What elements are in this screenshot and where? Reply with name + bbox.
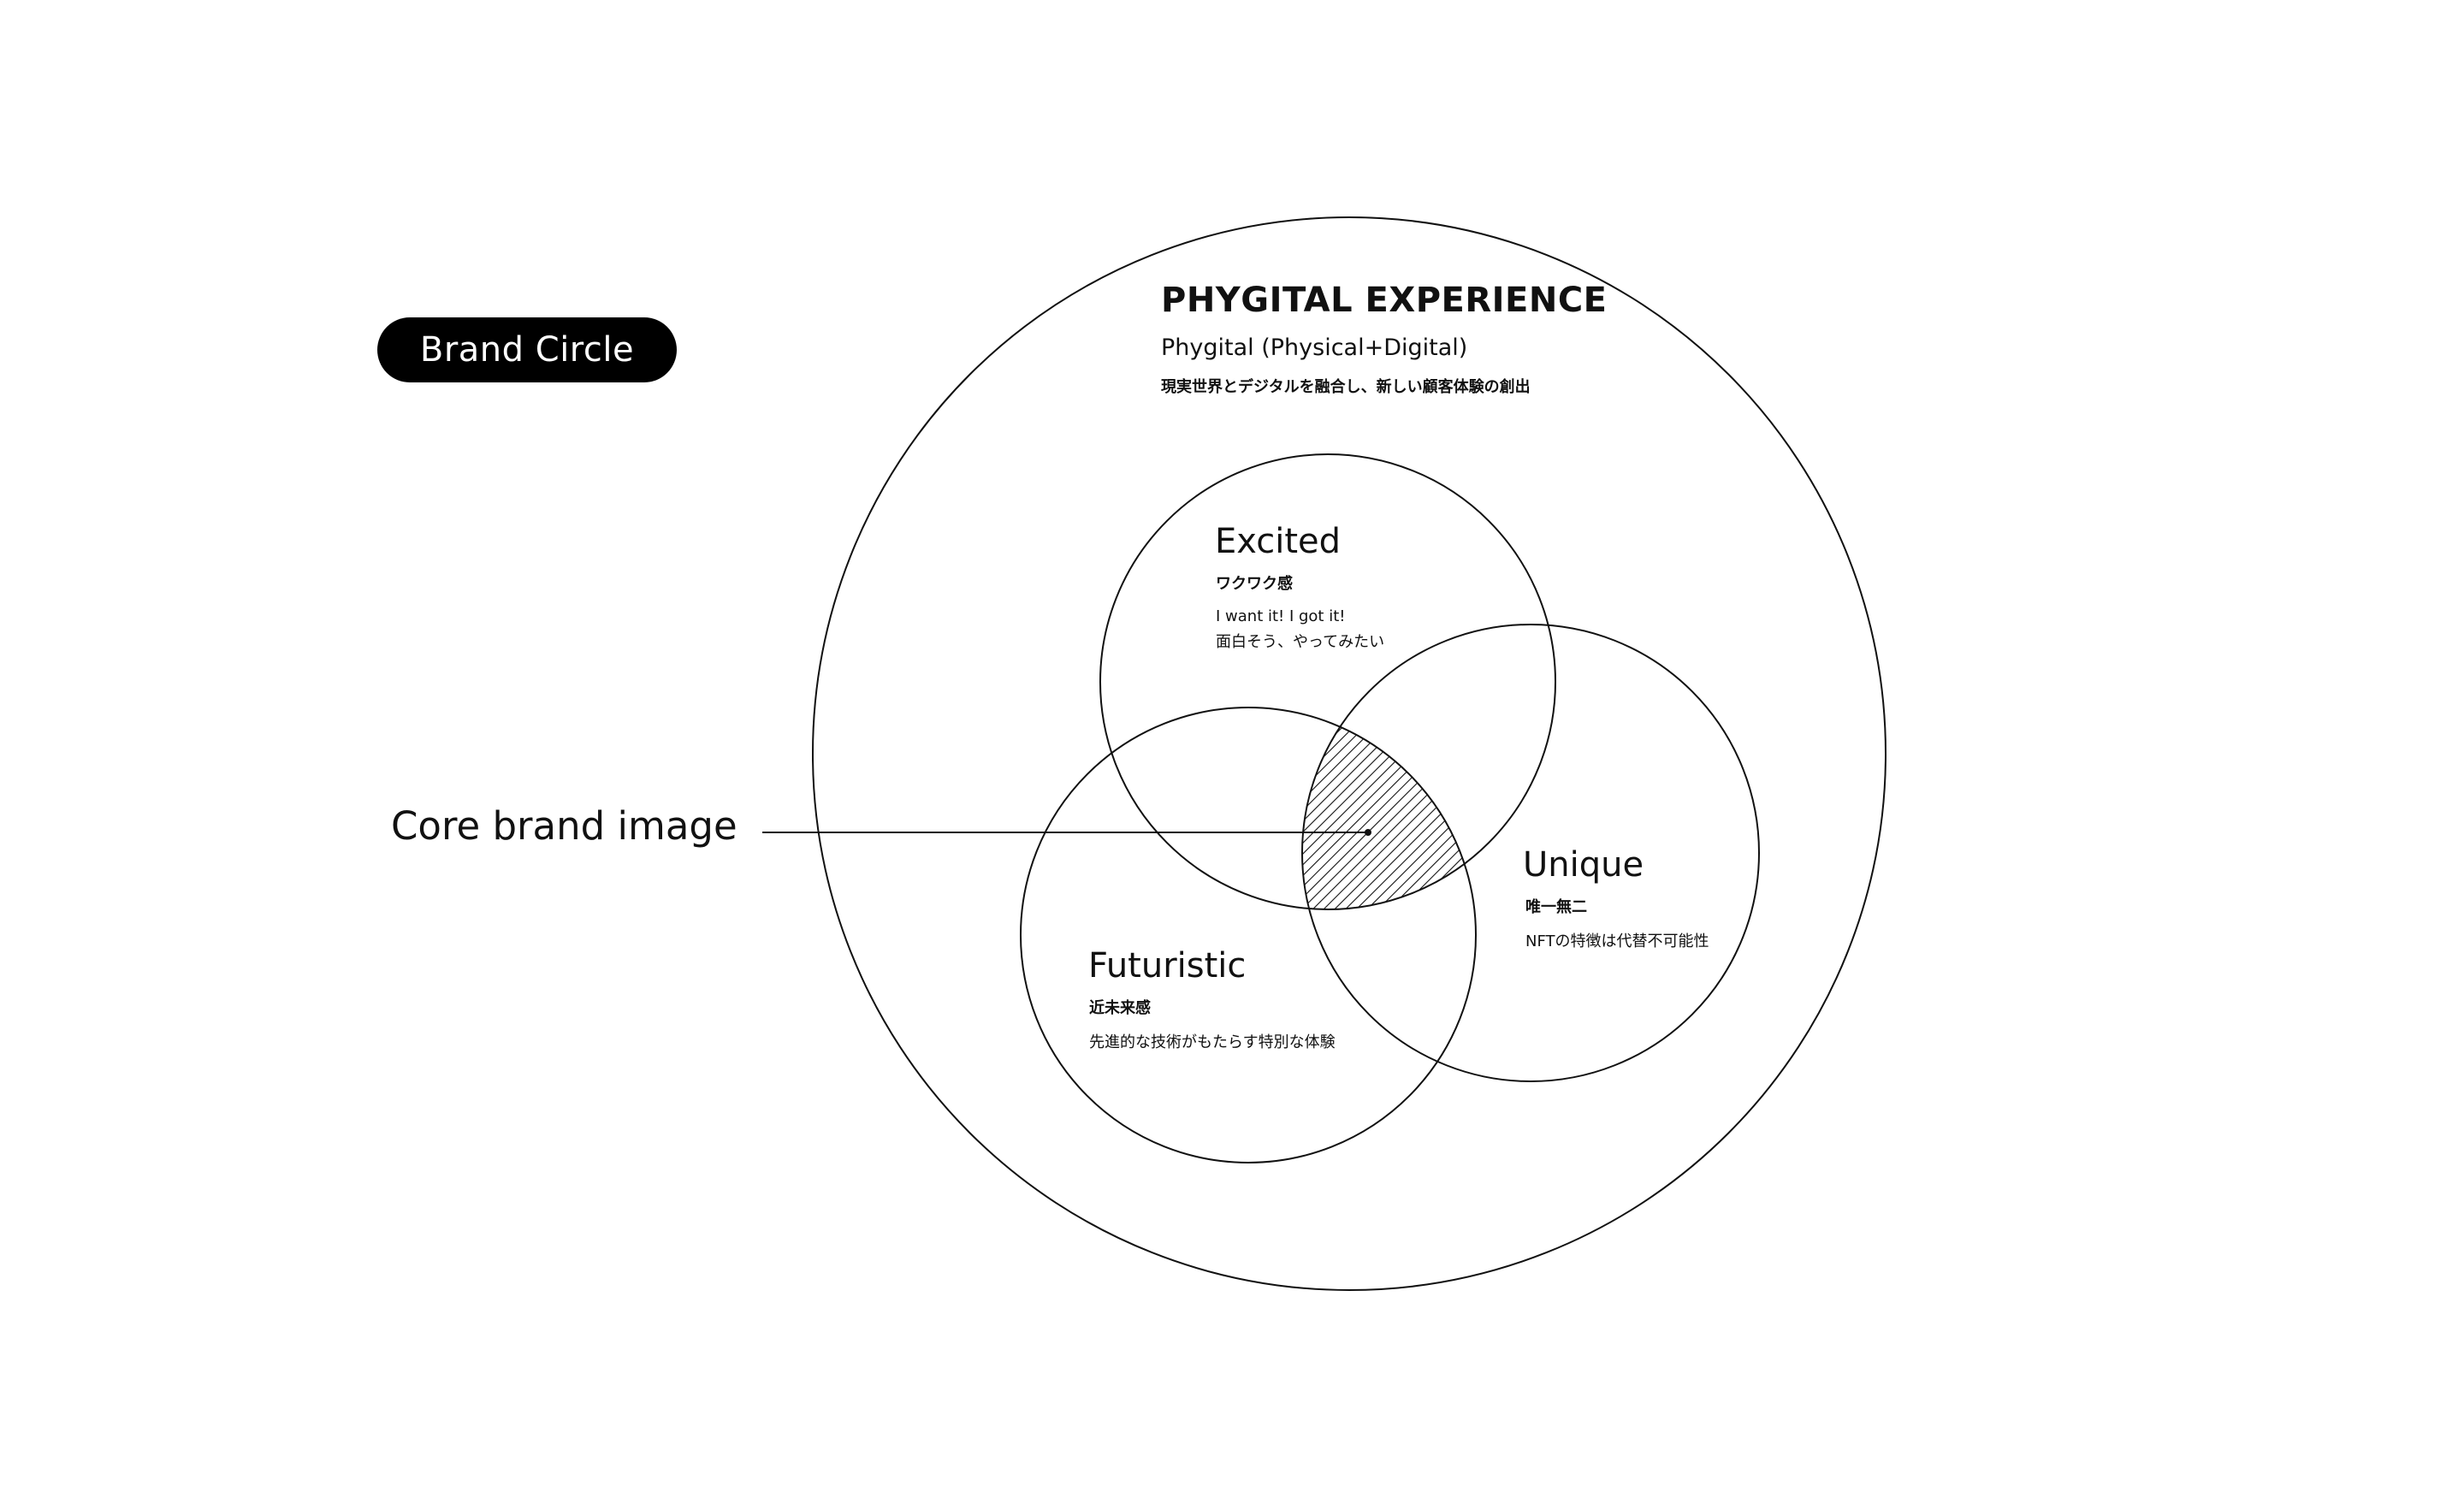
outer-description: 現実世界とデジタルを融合し、新しい顧客体験の創出 [1161, 378, 1531, 396]
brand-circle-label: Brand Circle [419, 330, 635, 370]
core-leader-dot [1365, 829, 1371, 836]
futuristic-line-1: 先進的な技術がもたらす特別な体験 [1089, 1033, 1336, 1051]
futuristic-subtitle: 近未来感 [1089, 999, 1151, 1017]
outer-title: PHYGITAL EXPERIENCE [1161, 281, 1608, 320]
excited-line-2: 面白そう、やってみたい [1216, 633, 1385, 651]
unique-circle [1301, 624, 1760, 1082]
futuristic-title: Futuristic [1088, 946, 1247, 986]
excited-line-1: I want it! I got it! [1216, 607, 1346, 625]
unique-line-1: NFTの特徴は代替不可能性 [1525, 932, 1709, 950]
outer-circle [812, 216, 1886, 1291]
excited-subtitle: ワクワク感 [1216, 575, 1293, 593]
excited-title: Excited [1215, 522, 1342, 561]
unique-subtitle: 唯一無二 [1525, 898, 1587, 916]
futuristic-circle [1020, 707, 1477, 1163]
excited-circle [1099, 453, 1556, 910]
brand-circle-badge: Brand Circle [377, 317, 677, 382]
core-intersection-hatch [1302, 707, 1476, 909]
unique-title: Unique [1523, 845, 1644, 885]
outer-subtitle: Phygital (Physical+Digital) [1161, 334, 1468, 361]
core-brand-image-label: Core brand image [391, 803, 737, 849]
